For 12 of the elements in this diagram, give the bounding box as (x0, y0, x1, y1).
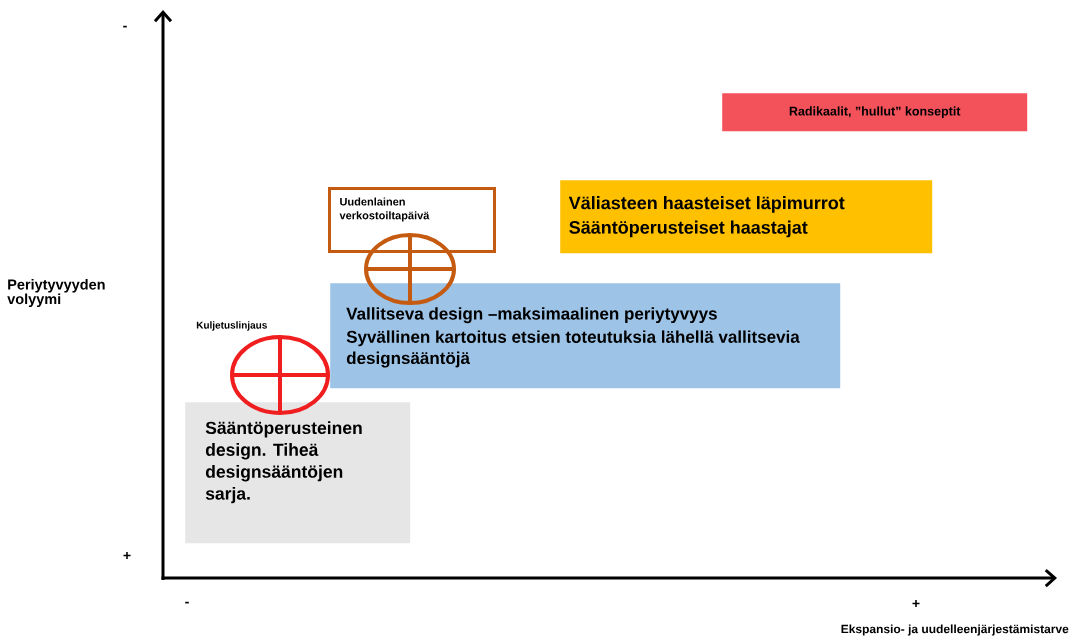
concept-box: Väliasteen haasteiset läpimurrot Sääntöperusteiset haastajat (560, 180, 933, 254)
axis-sign: - (123, 25, 127, 28)
axis-label: Periytyvyyden volyymi (7, 279, 105, 307)
concept-box: Radikaalit, ”hullut” konseptit (722, 93, 1028, 132)
axis-label: Ekspansio- ja uudelleenjärjestämistarve (841, 624, 1069, 636)
concept-box: Vallitseva design –maksimaalinen periytyvyys Syvällinen kartoitus etsien toteutuksia lähellä vallitsevia designsääntöjä (330, 283, 841, 389)
concept-box: Uudenlainen verkostoiltapäivä (328, 187, 496, 253)
axis-sign: + (123, 551, 131, 559)
concept-box: Sääntöperusteinen design. Tiheä designsääntöjen sarja. (185, 402, 411, 544)
axis-sign: + (912, 599, 920, 607)
axis-sign: - (185, 601, 189, 604)
point-label: Kuljetuslinjaus (196, 321, 267, 331)
